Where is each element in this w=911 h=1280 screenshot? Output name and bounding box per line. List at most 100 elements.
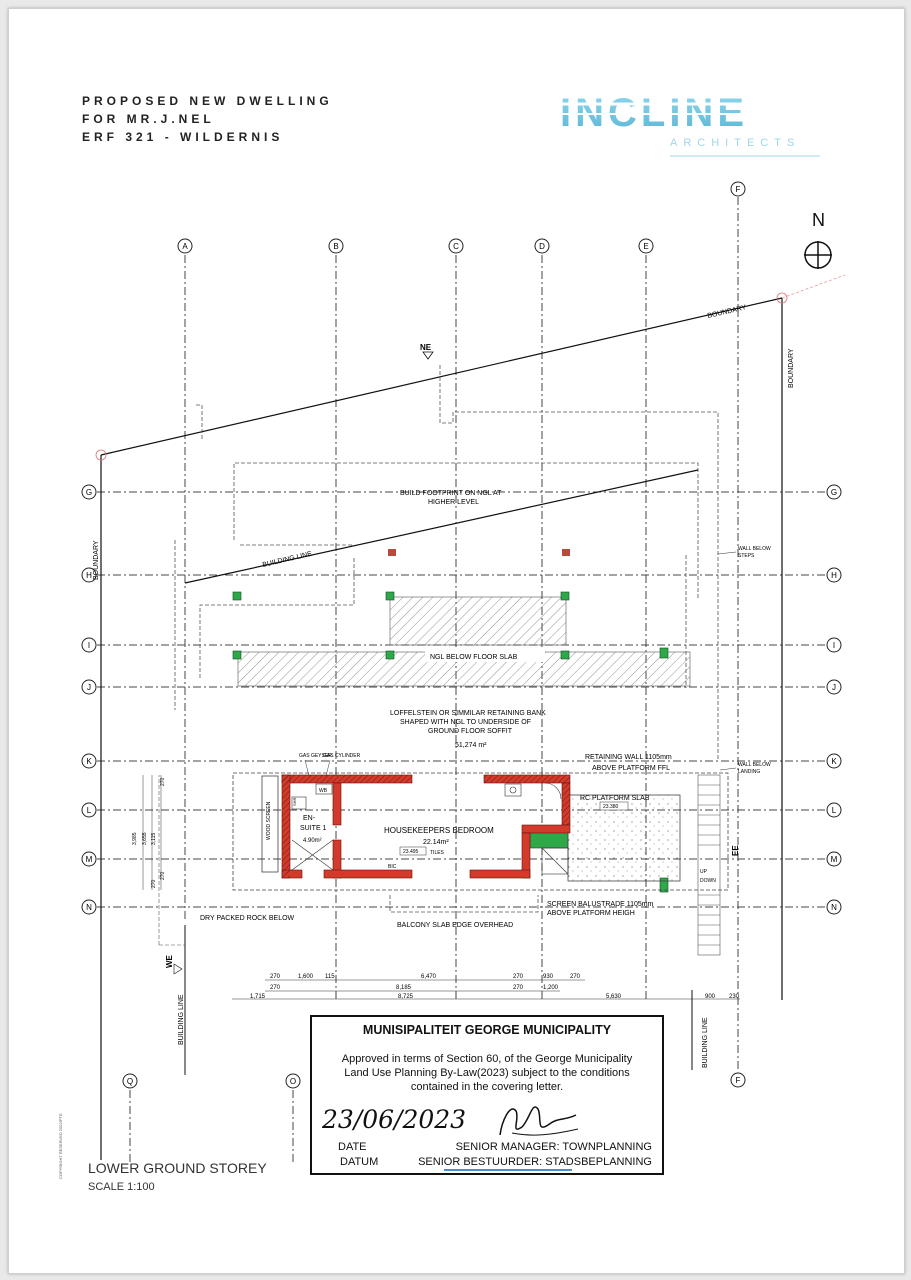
dim-row1-3: 115 bbox=[325, 974, 335, 980]
stamp-manager-af: SENIOR BESTUURDER: STADSBEPLANNING bbox=[418, 1156, 652, 1168]
grid-bubble-row-m-right: M bbox=[826, 851, 842, 867]
boundary-label-left: BOUNDARY bbox=[93, 540, 100, 580]
en-suite-area: 4.90m² bbox=[303, 838, 322, 844]
stamp-date-handwritten: 23/06/2023 bbox=[322, 1105, 467, 1134]
screen-balustrade-label-1: SCREEN BALUSTRADE 1105mm bbox=[547, 901, 654, 908]
svg-text:I: I bbox=[833, 641, 835, 650]
grid-bubble-col-b: B bbox=[328, 238, 344, 254]
boundary-label-top: BOUNDARY bbox=[707, 304, 747, 320]
svg-text:F: F bbox=[736, 1076, 741, 1085]
grid-bubble-row-m-left: M bbox=[81, 851, 97, 867]
client-name: FOR MR.J.NEL bbox=[82, 112, 215, 126]
en-suite-label-2: SUITE 1 bbox=[300, 825, 327, 832]
vertical-dimension-2: 3,655 bbox=[142, 832, 148, 845]
north-arrow-icon bbox=[804, 241, 832, 269]
copyright-note: COPYRIGHT RESERVED 2022/PTE bbox=[58, 1113, 63, 1179]
dim-row1-4: 6,470 bbox=[421, 974, 437, 980]
we-arrow-icon bbox=[173, 963, 183, 975]
grid-bubble-row-i-right: I bbox=[826, 637, 842, 653]
dim-row3-4: 900 bbox=[705, 994, 716, 1000]
logo-subtitle: ARCHITECTS bbox=[670, 137, 800, 149]
svg-text:N: N bbox=[86, 903, 92, 912]
svg-text:Q: Q bbox=[127, 1077, 133, 1086]
dim-row2-2: 8,185 bbox=[396, 985, 412, 991]
vertical-dimension-5: 270 bbox=[151, 879, 157, 888]
grid-bubble-row-l-right: L bbox=[826, 802, 842, 818]
grid-bubble-row-j-left: J bbox=[81, 679, 97, 695]
svg-text:M: M bbox=[831, 855, 838, 864]
ngl-below-label: NGL BELOW FLOOR SLAB bbox=[430, 654, 518, 661]
bic-label: BIC bbox=[388, 864, 397, 870]
svg-text:L: L bbox=[832, 806, 837, 815]
gas-cylinder-label: GAS CYLINDER bbox=[323, 753, 361, 759]
grid-bubble-row-n-left: N bbox=[81, 899, 97, 915]
svg-text:F: F bbox=[736, 185, 741, 194]
dim-row3-1: 1,715 bbox=[250, 994, 266, 1000]
vertical-dimension-4: 270 bbox=[160, 777, 166, 786]
erf-number: ERF 321 - WILDERNIS bbox=[82, 130, 284, 144]
stair-up-label: UP bbox=[700, 869, 708, 875]
brick-wall-hatching bbox=[282, 775, 570, 878]
gas-geyser-label: GAS GEYSER bbox=[299, 753, 332, 759]
grid-bubble-row-n-right: N bbox=[826, 899, 842, 915]
boundary-label-right: BOUNDARY bbox=[788, 348, 795, 388]
bedroom-area: 22.14m² bbox=[423, 839, 449, 846]
grid-bubble-col-f-bottom: F bbox=[730, 1072, 746, 1088]
horizontal-dimension-lines bbox=[232, 979, 740, 1000]
grid-bubble-row-h-left: H bbox=[81, 567, 97, 583]
svg-text:C: C bbox=[453, 242, 459, 251]
stairs bbox=[697, 774, 721, 956]
wall-below-landing-label-2: LANDING bbox=[738, 769, 760, 775]
shr-label: SHR bbox=[292, 797, 297, 806]
svg-text:J: J bbox=[87, 683, 91, 692]
svg-text:E: E bbox=[643, 242, 648, 251]
retaining-wall-label-1: RETAINING WALL 1105mm bbox=[585, 754, 672, 761]
storey-scale: SCALE 1:100 bbox=[88, 1181, 155, 1193]
grid-bubble-col-c: C bbox=[448, 238, 464, 254]
svg-text:G: G bbox=[831, 488, 837, 497]
dim-row2-3: 270 bbox=[513, 985, 524, 991]
dim-row1-1: 270 bbox=[270, 974, 281, 980]
svg-text:L: L bbox=[87, 806, 92, 815]
vertical-dimension-1: 3,985 bbox=[132, 832, 138, 845]
svg-text:I: I bbox=[88, 641, 90, 650]
grid-bubble-col-d: D bbox=[534, 238, 550, 254]
north-label: N bbox=[812, 210, 825, 230]
svg-text:O: O bbox=[290, 1077, 296, 1086]
retaining-bank-label-1: LOFFELSTEIN OR SIMMILAR RETAINING BANK bbox=[390, 710, 546, 717]
dim-row3-2: 8,725 bbox=[398, 994, 414, 1000]
building-line-left-label: BUILDING LINE bbox=[178, 994, 185, 1045]
hatched-slab-upper bbox=[389, 596, 567, 646]
grid-bubble-row-h-right: H bbox=[826, 567, 842, 583]
grid-bubble-col-o: O bbox=[285, 1073, 301, 1089]
grid-bubble-col-a: A bbox=[177, 238, 193, 254]
brick-piers bbox=[388, 549, 570, 556]
wb-label: WB bbox=[319, 788, 328, 794]
we-marker-label: WE bbox=[165, 954, 174, 968]
dim-row2-1: 270 bbox=[270, 985, 281, 991]
retaining-bank-label-3: GROUND FLOOR SOFFIT bbox=[428, 728, 513, 735]
building-line-diagonal bbox=[184, 469, 699, 584]
rc-slab-level: 23.380 bbox=[603, 804, 619, 810]
dim-row1-7: 270 bbox=[570, 974, 581, 980]
svg-text:D: D bbox=[539, 242, 545, 251]
svg-text:N: N bbox=[831, 903, 837, 912]
floor-level: 23.495 bbox=[403, 849, 419, 855]
grid-bubble-row-k-right: K bbox=[826, 753, 842, 769]
dim-row2-4: 1,200 bbox=[543, 985, 559, 991]
grid-bubble-row-l-left: L bbox=[81, 802, 97, 818]
floor-finish: TILES bbox=[430, 850, 445, 856]
stamp-date-label: DATE bbox=[338, 1141, 367, 1153]
stamp-line-1: Approved in terms of Section 60, of the … bbox=[341, 1053, 633, 1065]
stamp-line-2: Land Use Planning By-Law(2023) subject t… bbox=[344, 1067, 630, 1079]
grid-bubble-row-g-left: G bbox=[81, 484, 97, 500]
svg-text:H: H bbox=[86, 571, 92, 580]
ee-marker-label: EE bbox=[731, 845, 740, 856]
retaining-bank-area: 51,274 m² bbox=[455, 742, 487, 749]
vertical-dimension-6: 270 bbox=[160, 871, 166, 880]
site-boundary bbox=[95, 274, 846, 1160]
wood-screen-label: WOOD SCREEN bbox=[266, 801, 272, 840]
dim-row3-3: 5,630 bbox=[606, 994, 622, 1000]
wall-below-steps-label-1: WALL BELOW bbox=[738, 546, 771, 552]
grid-bubble-col-e: E bbox=[638, 238, 654, 254]
